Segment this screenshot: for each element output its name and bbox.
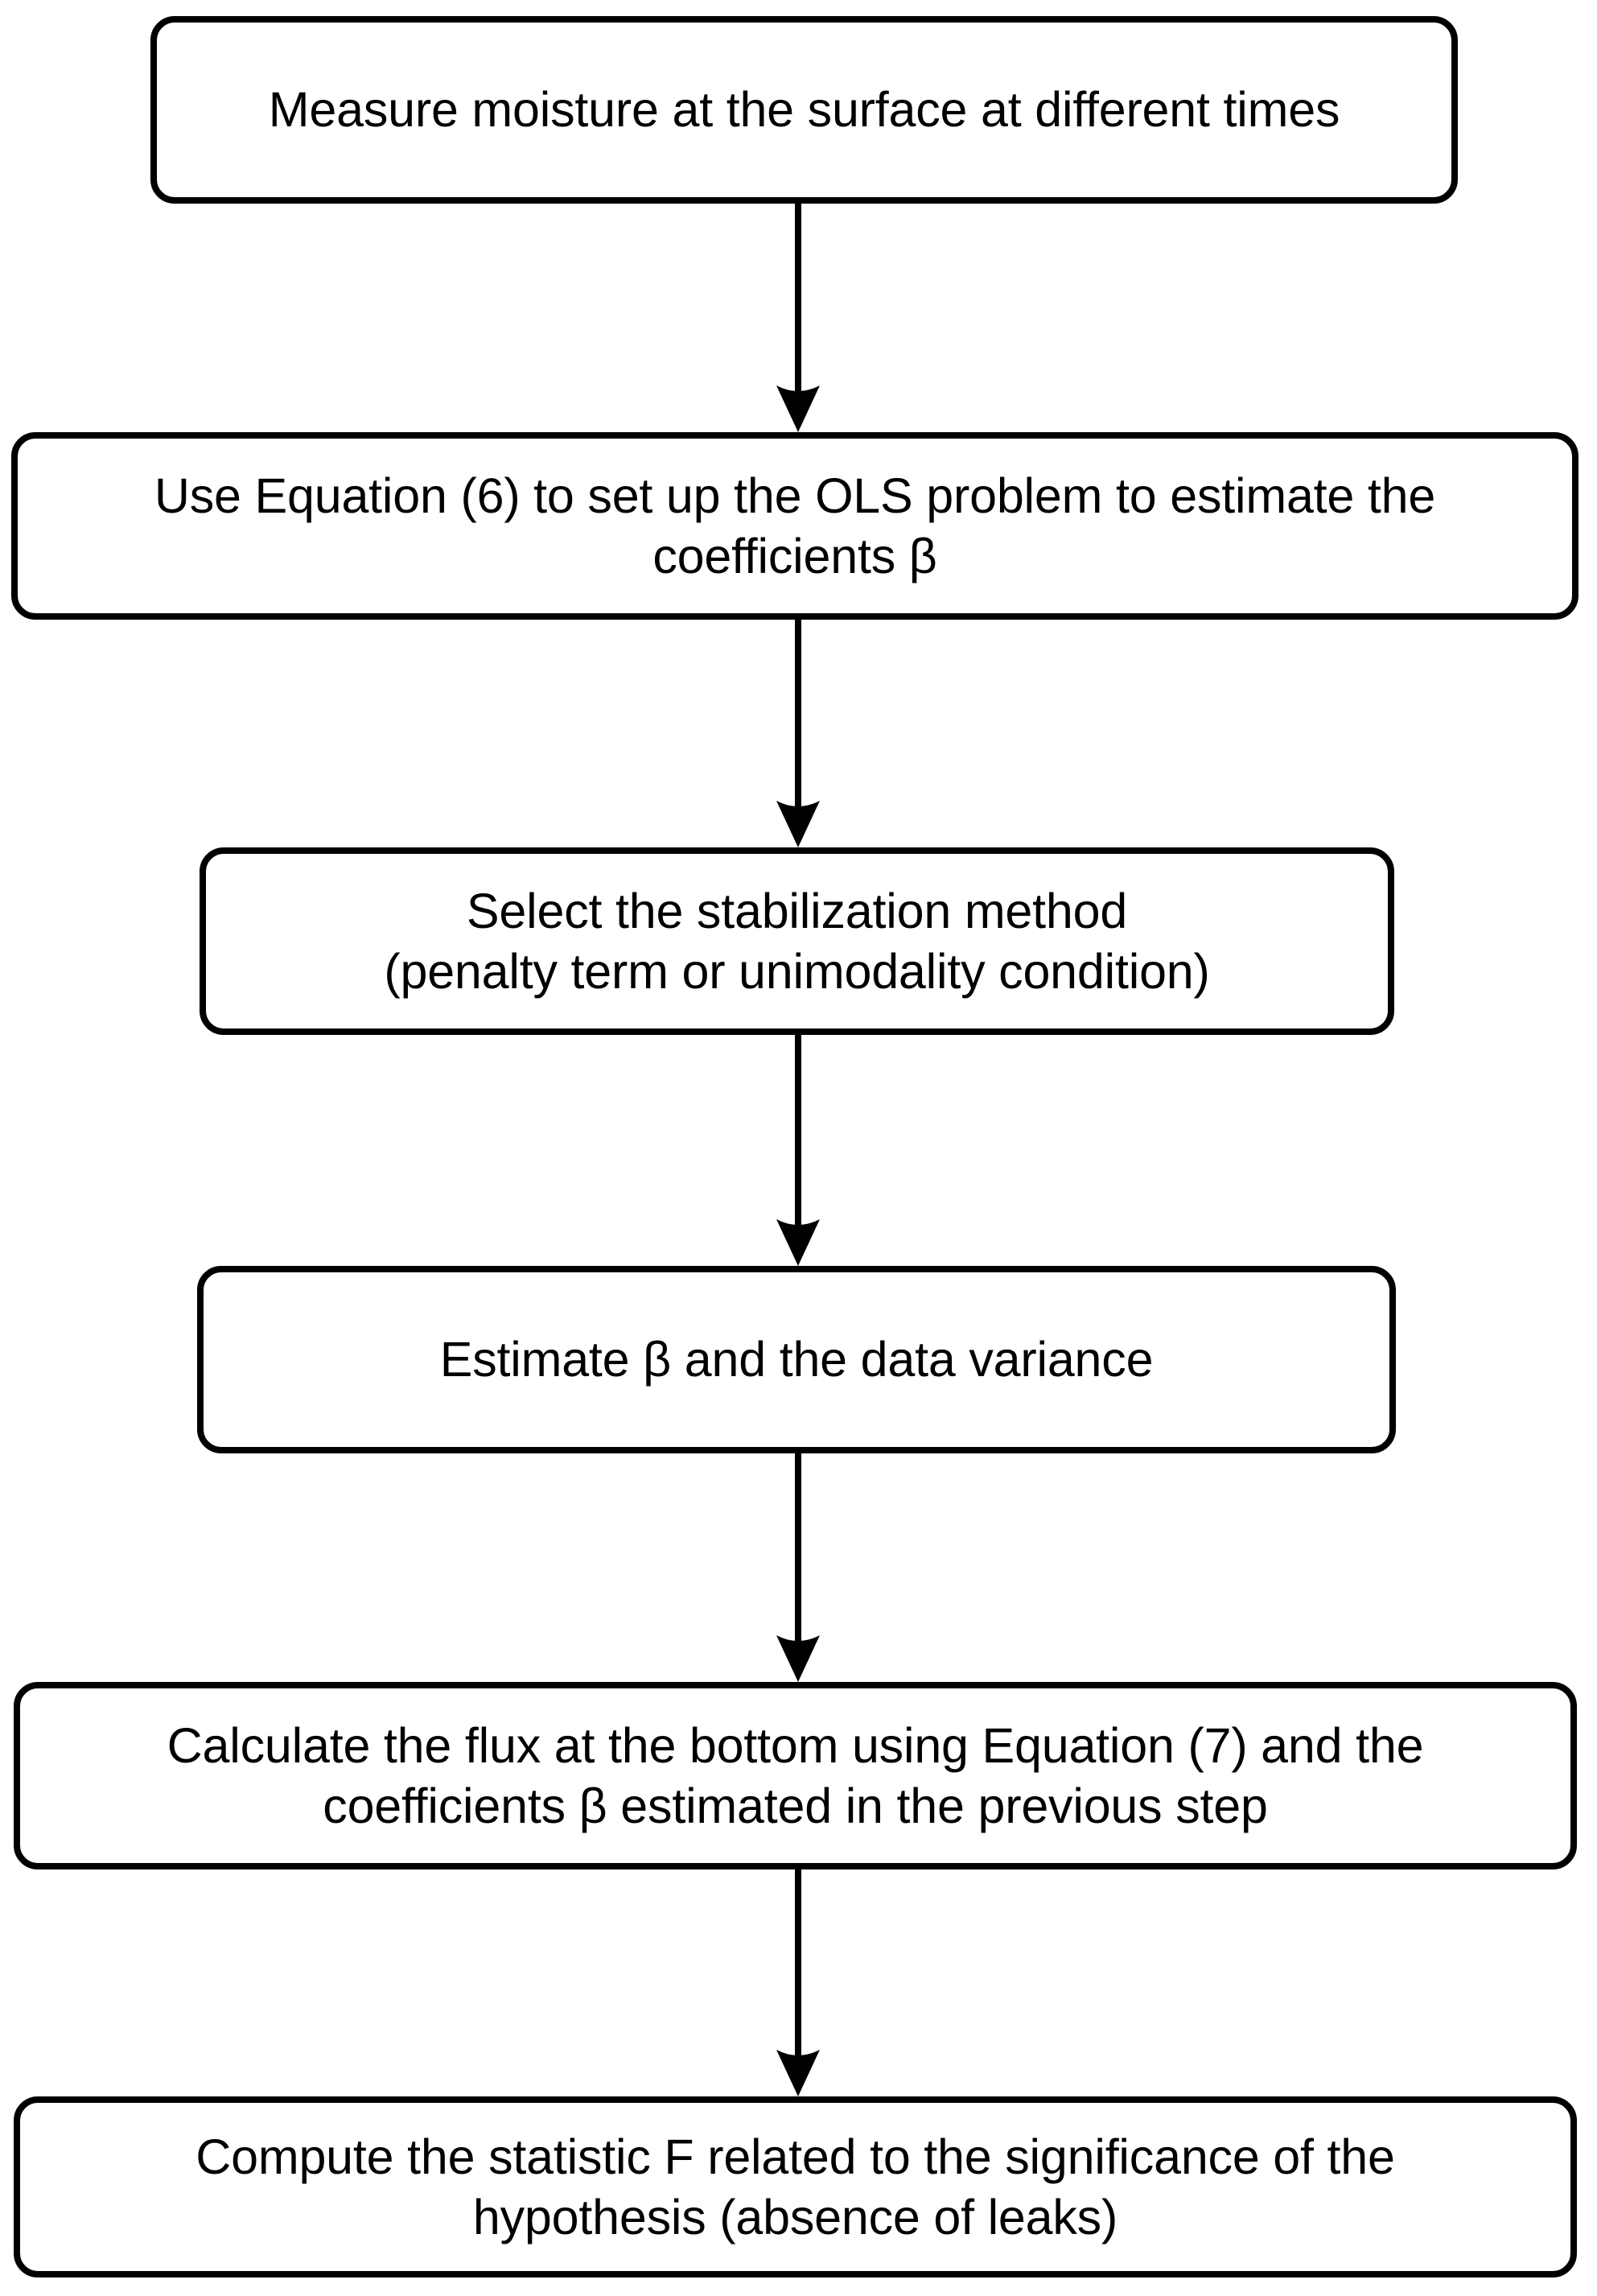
flow-node-label: Measure moisture at the surface at diffe… (268, 82, 1340, 138)
arrow-icon-step5-to-step6 (776, 1869, 820, 2096)
arrow-icon-step2-to-step3 (776, 620, 820, 847)
arrow-icon-step1-to-step2 (776, 204, 820, 432)
arrow-icon-step4-to-step5 (776, 1453, 820, 1682)
flow-node-label: Compute the statistic F related to the s… (196, 2129, 1395, 2244)
flow-node-step-5: Calculate the flux at the bottom using E… (14, 1682, 1577, 1869)
flow-node-step-4: Estimate β and the data variance (197, 1266, 1396, 1453)
flow-node-step-2: Use Equation (6) to set up the OLS probl… (11, 432, 1578, 620)
arrow-icon-step3-to-step4 (776, 1034, 820, 1266)
flow-node-step-1: Measure moisture at the surface at diffe… (150, 16, 1458, 204)
flow-node-step-6: Compute the statistic F related to the s… (14, 2096, 1577, 2277)
flow-node-label: Estimate β and the data variance (439, 1332, 1154, 1387)
flow-node-label: Calculate the flux at the bottom using E… (167, 1718, 1424, 1833)
flow-node-label: Select the stabilization method (penalty… (384, 884, 1210, 999)
flow-node-step-3: Select the stabilization method (penalty… (200, 847, 1394, 1035)
flow-node-label: Use Equation (6) to set up the OLS probl… (154, 468, 1436, 583)
